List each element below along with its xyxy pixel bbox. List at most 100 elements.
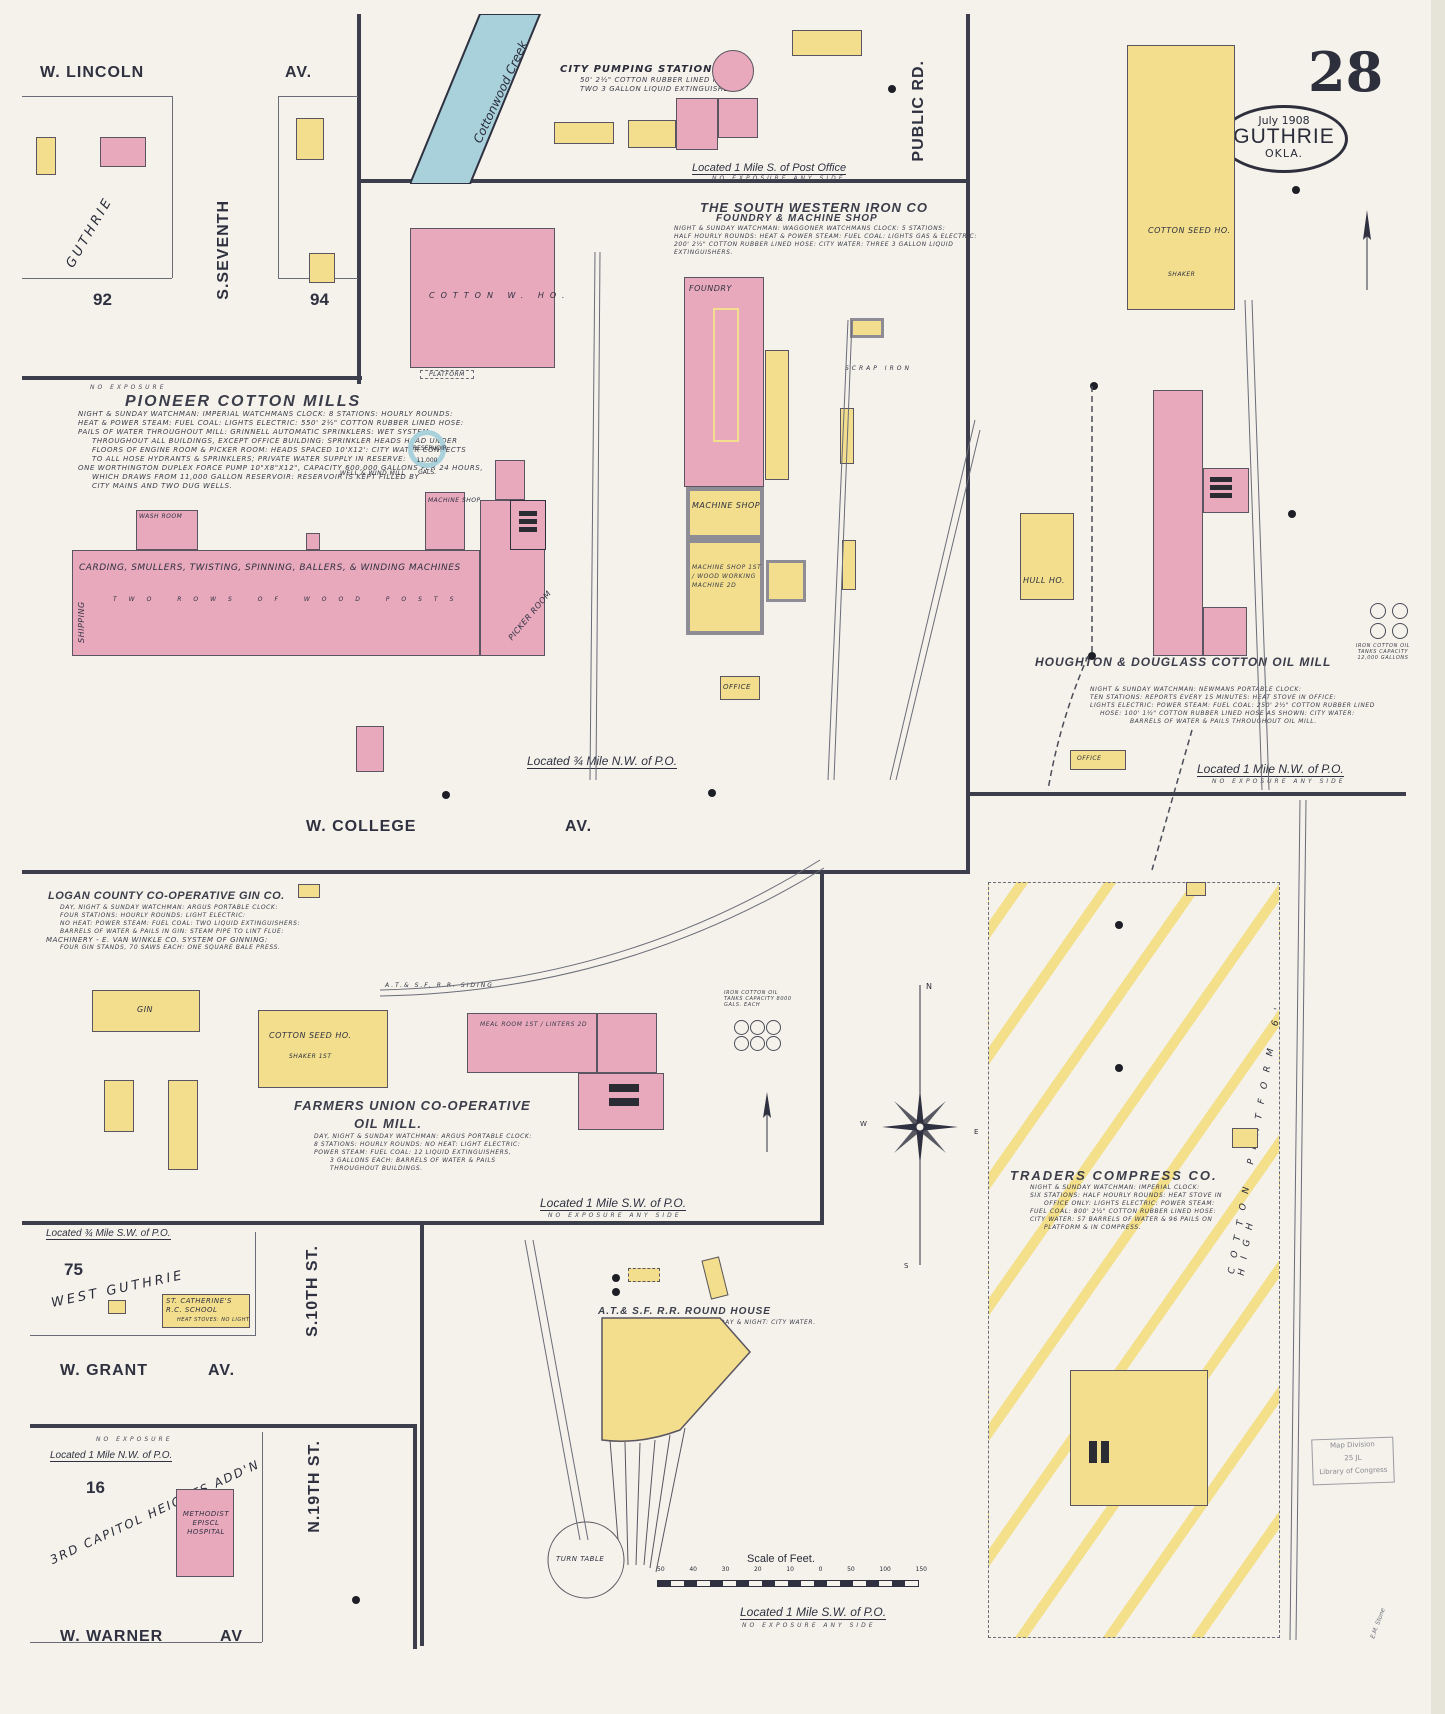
tank-icon bbox=[750, 1036, 765, 1051]
houghton-location: Located 1 Mile N.W. of P.O. bbox=[1197, 762, 1344, 777]
pumping-station-title: CITY PUMPING STATION. bbox=[560, 64, 718, 75]
pump-house bbox=[676, 98, 718, 150]
tank-icon bbox=[734, 1020, 749, 1035]
hydrant-icon bbox=[352, 1596, 360, 1604]
note-line: PLATFORM & IN COMPRESS. bbox=[1044, 1224, 1142, 1231]
office-label: OFFICE bbox=[723, 683, 751, 691]
meal-room: MEAL ROOM 1ST / LINTERS 2D bbox=[467, 1013, 597, 1073]
engineers-dwelling bbox=[792, 30, 862, 56]
hydrant-icon bbox=[1115, 921, 1123, 929]
oil-mill-main bbox=[1153, 390, 1203, 656]
cotton-warehouse: COTTON W. HO. bbox=[410, 228, 564, 368]
shipping-label: SHIPPING bbox=[77, 601, 86, 643]
block-number-92: 92 bbox=[93, 290, 112, 309]
roundhouse-location: Located 1 Mile S.W. of P.O. bbox=[740, 1605, 887, 1620]
houghton-exposure: NO EXPOSURE ANY SIDE bbox=[1212, 778, 1346, 785]
note-line: NIGHT & SUNDAY WATCHMAN: IMPERIAL WATCHM… bbox=[78, 410, 454, 418]
note-line: TEN STATIONS: REPORTS EVERY 15 MINUTES: … bbox=[1090, 694, 1337, 701]
hull-house-label: HULL HO. bbox=[1023, 576, 1065, 585]
frame-line bbox=[22, 376, 362, 380]
roundhouse-building bbox=[601, 1317, 752, 1442]
street-s-seventh: S.SEVENTH bbox=[215, 200, 232, 300]
roundhouse-title: A.T.& S.F. R.R. ROUND HOUSE bbox=[598, 1306, 771, 1317]
compass-w: W bbox=[860, 1120, 867, 1128]
st-catherines-school: ST. CATHERINE'S R.C. SCHOOL HEAT STOVES:… bbox=[162, 1294, 251, 1328]
hospital-exposure: NO EXPOSURE bbox=[96, 1436, 173, 1443]
dwelling bbox=[309, 253, 335, 283]
logan-office bbox=[298, 884, 320, 898]
pumping-station-note: 50' 2½" COTTON RUBBER LINED HOSE. bbox=[580, 76, 738, 84]
note-line: POWER STEAM: FUEL COAL: 12 LIQUID EXTING… bbox=[314, 1149, 512, 1156]
scale-tick: 10 bbox=[786, 1566, 794, 1573]
pioneer-title: PIONEER COTTON MILLS bbox=[125, 393, 362, 410]
street-public-rd: PUBLIC RD. bbox=[910, 60, 927, 162]
pattern-shop bbox=[850, 318, 884, 338]
cotton-house bbox=[168, 1080, 198, 1170]
street-n-19th: N.19TH ST. bbox=[306, 1440, 323, 1533]
block-line bbox=[30, 1335, 256, 1336]
foundry: FOUNDRY bbox=[684, 277, 764, 487]
library-stamp: Map Division 25 JL Library of Congress bbox=[1311, 1436, 1395, 1486]
roundhouse-exposure: NO EXPOSURE ANY SIDE bbox=[742, 1622, 876, 1629]
presses-room bbox=[597, 1013, 657, 1073]
meal-room-label: MEAL ROOM 1ST / LINTERS 2D bbox=[480, 1021, 588, 1028]
cotton-seed-house: COTTON SEED HO. SHAKER bbox=[1127, 45, 1235, 310]
farmers-location: Located 1 Mile S.W. of P.O. bbox=[540, 1196, 687, 1211]
closet bbox=[306, 533, 320, 550]
scale-tick: 30 bbox=[721, 1566, 730, 1573]
frame-line bbox=[413, 1424, 417, 1649]
boiler-room bbox=[510, 500, 546, 550]
hydrant-icon bbox=[1088, 652, 1096, 660]
hydrant-icon bbox=[612, 1274, 620, 1282]
scale-tick: 40 bbox=[689, 1566, 697, 1573]
sheet-number: 28 bbox=[1308, 40, 1384, 104]
street-w-college-av: AV. bbox=[565, 818, 593, 835]
iron-machine-shop-2: MACHINE SHOP 1ST / WOOD WORKING MACHINE … bbox=[686, 539, 764, 635]
engine-room bbox=[766, 560, 806, 602]
frame-line bbox=[966, 14, 970, 872]
block-line bbox=[22, 96, 172, 97]
note-line: 200' 2½" COTTON RUBBER LINED HOSE: CITY … bbox=[674, 241, 954, 248]
block-line bbox=[255, 1232, 256, 1336]
pumping-station-location: Located 1 Mile S. of Post Office bbox=[692, 162, 847, 175]
oil-tanks-label: IRON COTTON OIL TANKS CAPACITY 12,000 GA… bbox=[1355, 643, 1411, 661]
reservoir: RESERVOIR 11,000 GALS. bbox=[408, 430, 447, 476]
engine-room bbox=[578, 1073, 664, 1130]
note-line: FLOORS OF ENGINE ROOM & PICKER ROOM: HEA… bbox=[92, 446, 467, 454]
iron-co-office: OFFICE bbox=[720, 676, 760, 700]
scale-tick: 50 bbox=[847, 1566, 855, 1573]
state-name: OKLA. bbox=[1264, 147, 1304, 160]
hydrant-icon bbox=[1288, 510, 1296, 518]
title-cartouche: July 1908 GUTHRIE OKLA. bbox=[1220, 105, 1348, 173]
turntable-label: TURN TABLE bbox=[556, 1555, 605, 1563]
note-line: ONE WORTHINGTON DUPLEX FORCE PUMP 10"X8"… bbox=[78, 464, 484, 472]
main-mill-label: CARDING, SMULLERS, TWISTING, SPINNING, B… bbox=[79, 563, 461, 573]
block-line bbox=[30, 1642, 262, 1643]
hull-house: HULL HO. bbox=[1020, 513, 1074, 600]
note-line: WHICH DRAWS FROM 11,000 GALLON RESERVOIR… bbox=[92, 473, 420, 481]
school-name: ST. CATHERINE'S R.C. SCHOOL bbox=[166, 1297, 232, 1314]
farmers-tanks-label: IRON COTTON OIL TANKS CAPACITY 8000 GALS… bbox=[724, 990, 792, 1008]
pioneer-location: Located ¾ Mile N.W. of P.O. bbox=[527, 754, 678, 769]
machine-shop-label: MACHINE SHOP bbox=[692, 501, 761, 510]
pioneer-office bbox=[356, 726, 384, 772]
hydrant-icon bbox=[612, 1288, 620, 1296]
compress-building bbox=[1070, 1370, 1208, 1506]
pumping-station-exposure: NO EXPOSURE ANY SIDE bbox=[712, 175, 846, 182]
cotton-platform bbox=[988, 882, 1280, 1638]
machine-shop: MACHINE SHOP bbox=[425, 492, 480, 550]
cupola-annex bbox=[765, 350, 789, 480]
houghton-title: HOUGHTON & DOUGLASS COTTON OIL MILL bbox=[1035, 655, 1332, 669]
compass-e: E bbox=[974, 1128, 979, 1136]
block-line bbox=[172, 96, 173, 278]
note-line: BARRELS OF WATER & PAILS IN GIN: STEAM P… bbox=[60, 928, 284, 935]
farmers-title-2: OIL MILL. bbox=[354, 1116, 422, 1131]
note-line: NO HEAT: POWER STEAM: FUEL COAL: TWO LIQ… bbox=[60, 920, 301, 927]
note-line: FOUR GIN STANDS, 70 SAWS EACH: ONE SQUAR… bbox=[60, 944, 281, 951]
foundry-label: FOUNDRY bbox=[689, 284, 732, 293]
hospital-location: Located 1 Mile N.W. of P.O. bbox=[50, 1450, 173, 1462]
scale-bar bbox=[657, 1580, 919, 1587]
oil-tanks bbox=[1370, 603, 1410, 639]
mill-building bbox=[495, 460, 525, 500]
farmers-cotton-seed-house: COTTON SEED HO. SHAKER 1ST bbox=[258, 1010, 388, 1088]
